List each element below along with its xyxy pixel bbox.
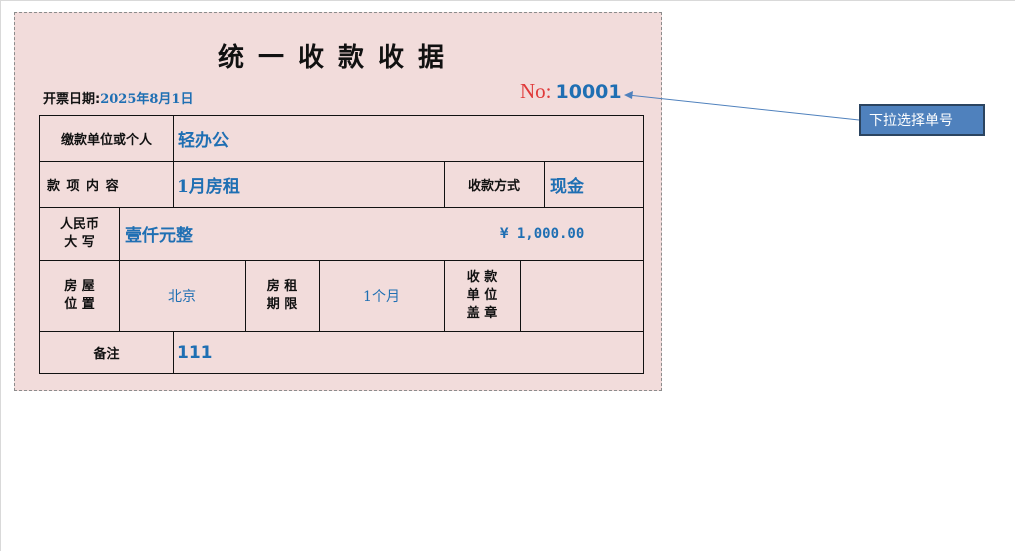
receipt-title: 统一收款收据 bbox=[217, 43, 458, 73]
payer-label: 缴款单位或个人 bbox=[60, 133, 152, 148]
receipt-number-label: No: bbox=[520, 79, 552, 103]
seal-area bbox=[520, 260, 643, 331]
house-location-label-line1: 房 屋 bbox=[64, 278, 95, 294]
seal-label-line3: 盖 章 bbox=[466, 305, 498, 321]
row-divider bbox=[40, 260, 643, 261]
receipt-number-value[interactable]: 10001 bbox=[555, 81, 622, 103]
col-divider bbox=[444, 260, 445, 331]
seal-label: 收 款 单 位 盖 章 bbox=[444, 260, 520, 331]
remark-label: 备注 bbox=[93, 347, 120, 362]
issue-date-value: 2025年8月1日 bbox=[100, 92, 194, 107]
col-divider bbox=[544, 161, 545, 207]
sheet-left-edge bbox=[0, 0, 1, 551]
rent-term-value[interactable]: 1个月 bbox=[363, 288, 400, 305]
issue-date: 开票日期:2025年8月1日 bbox=[43, 88, 193, 107]
rmb-label-line2: 大 写 bbox=[64, 234, 95, 250]
rmb-label: 人民币 大 写 bbox=[40, 207, 119, 260]
receipt-table: 缴款单位或个人 轻办公 款 项 内 容 1月房租 收款方式 现金 人民币 大 写… bbox=[39, 115, 644, 374]
rent-term-label-line1: 房 租 bbox=[266, 278, 298, 294]
row-divider bbox=[40, 161, 643, 162]
seal-label-line2: 单 位 bbox=[466, 287, 498, 303]
amount-value[interactable]: ¥ 1,000.00 bbox=[500, 225, 585, 242]
house-location-label: 房 屋 位 置 bbox=[40, 260, 119, 331]
payer-value[interactable]: 轻办公 bbox=[178, 131, 229, 151]
sheet-top-edge bbox=[0, 0, 1015, 1]
callout-dropdown-hint: 下拉选择单号 bbox=[859, 104, 985, 136]
remark-value[interactable]: 111 bbox=[177, 342, 213, 363]
col-divider bbox=[319, 260, 320, 331]
amount-in-words[interactable]: 壹仟元整 bbox=[125, 226, 193, 246]
col-divider bbox=[173, 331, 174, 374]
receipt-form: 统一收款收据 开票日期:2025年8月1日 No:10001 缴款单位或个人 轻… bbox=[14, 12, 662, 391]
rmb-label-line1: 人民币 bbox=[59, 216, 99, 232]
house-location-value[interactable]: 北京 bbox=[168, 288, 196, 305]
col-divider bbox=[444, 161, 445, 207]
col-divider bbox=[520, 260, 521, 331]
row-divider bbox=[40, 207, 643, 208]
seal-label-line1: 收 款 bbox=[466, 269, 498, 285]
receipt-number[interactable]: No:10001 bbox=[520, 79, 622, 104]
rent-term-label: 房 租 期 限 bbox=[245, 260, 319, 331]
item-value[interactable]: 1月房租 bbox=[177, 176, 240, 197]
payment-method-value[interactable]: 现金 bbox=[550, 176, 584, 197]
row-divider bbox=[40, 331, 643, 332]
item-label: 款 项 内 容 bbox=[47, 178, 120, 194]
col-divider bbox=[173, 116, 174, 207]
issue-date-label: 开票日期: bbox=[43, 92, 101, 107]
col-divider bbox=[119, 207, 120, 331]
house-location-label-line2: 位 置 bbox=[64, 296, 95, 312]
rent-term-label-line2: 期 限 bbox=[266, 296, 298, 312]
col-divider bbox=[245, 260, 246, 331]
payment-method-label: 收款方式 bbox=[467, 178, 520, 194]
